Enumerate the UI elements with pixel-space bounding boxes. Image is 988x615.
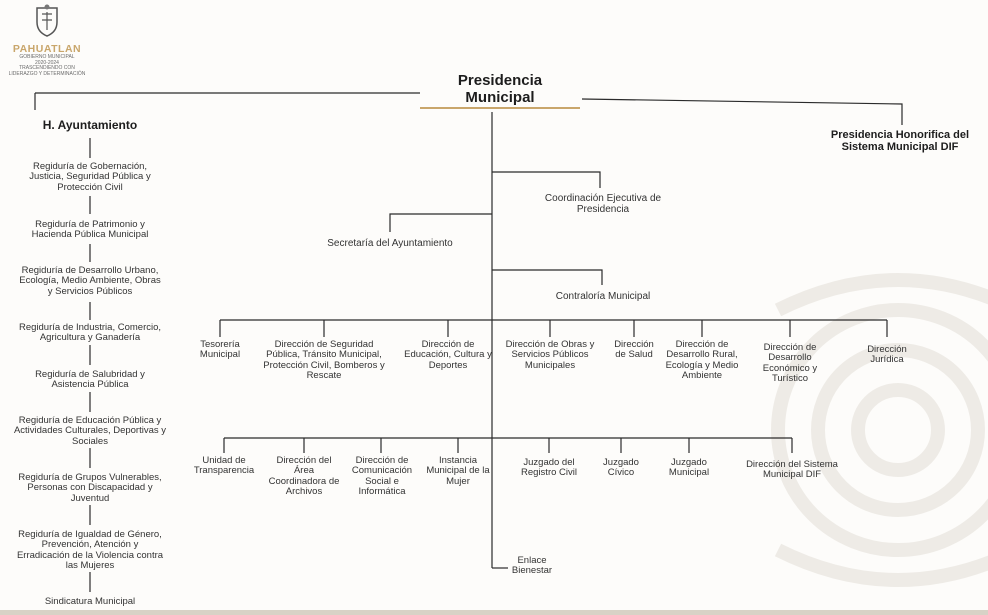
node-h-ayuntamiento: H. Ayuntamiento: [42, 118, 138, 132]
node-regiduria-industria: Regiduría de Industria, Comercio, Agricu…: [18, 322, 162, 344]
node-unidad-transparencia: Unidad de Transparencia: [193, 455, 255, 477]
node-direccion-seguridad-publica: Dirección de Seguridad Pública, Tránsito…: [263, 339, 385, 382]
node-instancia-mujer: Instancia Municipal de la Mujer: [426, 455, 490, 487]
node-direccion-desarrollo-rural: Dirección de Desarrollo Rural, Ecología …: [665, 339, 739, 382]
node-enlace-bienestar: Enlace Bienestar: [511, 555, 553, 577]
logo-name: PAHUATLAN: [12, 43, 82, 55]
node-secretaria-ayuntamiento: Secretaría del Ayuntamiento: [327, 238, 453, 249]
node-regiduria-desarrollo-urbano: Regiduría de Desarrollo Urbano, Ecología…: [19, 265, 161, 297]
node-direccion-obras: Dirección de Obras y Servicios Públicos …: [505, 339, 595, 371]
bottom-band: [0, 610, 988, 615]
node-sindicatura-municipal: Sindicatura Municipal: [44, 596, 136, 607]
node-juzgado-municipal: Juzgado Municipal: [668, 457, 710, 479]
node-regiduria-grupos-vulnerables: Regiduría de Grupos Vulnerables, Persona…: [18, 472, 162, 504]
node-regiduria-gobernacion: Regiduría de Gobernación, Justicia, Segu…: [29, 161, 151, 193]
node-direccion-archivos: Dirección del Área Coordinadora de Archi…: [268, 455, 340, 498]
node-direccion-educacion-cultura: Dirección de Educación, Cultura y Deport…: [404, 339, 492, 371]
node-regiduria-igualdad-genero: Regiduría de Igualdad de Género, Prevenc…: [16, 529, 164, 572]
node-direccion-comunicacion-social: Dirección de Comunicación Social e Infor…: [351, 455, 413, 498]
node-direccion-juridica: Dirección Jurídica: [867, 344, 907, 366]
node-regiduria-patrimonio: Regiduría de Patrimonio y Hacienda Públi…: [31, 219, 149, 241]
logo-line2: 2020-2024: [35, 59, 59, 66]
node-presidencia-municipal: Presidencia Municipal: [457, 72, 543, 107]
node-juzgado-registro-civil: Juzgado del Registro Civil: [521, 457, 577, 479]
node-regiduria-salubridad: Regiduría de Salubridad y Asistencia Púb…: [35, 369, 145, 391]
logo-line4: LIDERAZGO Y DETERMINACIÓN: [8, 70, 86, 77]
municipal-logo: PAHUATLAN GOBIERNO MUNICIPAL 2020-2024 T…: [4, 4, 90, 77]
node-direccion-salud: Dirección de Salud: [614, 339, 654, 361]
node-juzgado-civico: Juzgado Cívico: [603, 457, 639, 479]
coat-of-arms-icon: [36, 4, 58, 37]
logo-line1: GOBIERNO MUNICIPAL: [19, 54, 75, 60]
node-regiduria-educacion: Regiduría de Educación Pública y Activid…: [13, 415, 167, 447]
decorative-watermark-icon: [771, 273, 988, 587]
node-coordinacion-ejecutiva: Coordinación Ejecutiva de Presidencia: [544, 193, 662, 215]
node-direccion-desarrollo-economico: Dirección de Desarrollo Económico y Turí…: [762, 342, 818, 385]
node-direccion-sistema-dif: Dirección del Sistema Municipal DIF: [746, 459, 838, 481]
node-presidencia-dif: Presidencia Honorifica del Sistema Munic…: [830, 129, 970, 154]
logo-line3: TRASCENDIENDO CON: [19, 65, 75, 71]
node-contraloria-municipal: Contraloría Municipal: [555, 291, 651, 302]
node-tesoreria: Tesorería Municipal: [199, 339, 241, 361]
